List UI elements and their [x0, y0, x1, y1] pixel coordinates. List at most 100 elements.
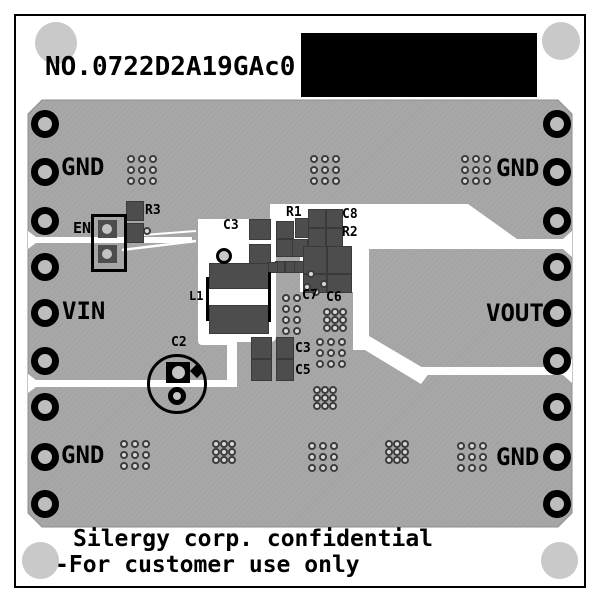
via	[308, 442, 316, 450]
via	[310, 166, 318, 174]
via	[472, 177, 480, 185]
via	[457, 464, 465, 472]
board-number-text: NO.0722D2A19GAc0	[45, 52, 296, 82]
via	[331, 316, 339, 324]
l1-outline-line	[206, 277, 209, 321]
component-pad	[327, 246, 352, 274]
l1-pin1-marker	[216, 248, 232, 264]
via	[339, 308, 347, 316]
via	[320, 280, 328, 288]
through-hole-pad	[543, 207, 571, 235]
via	[461, 166, 469, 174]
via	[321, 402, 329, 410]
en-pad-hole	[102, 249, 112, 259]
via	[401, 456, 409, 464]
en-header	[91, 214, 127, 272]
via	[338, 360, 346, 368]
via	[143, 227, 151, 235]
corner-fiducial	[542, 22, 580, 60]
via	[212, 440, 220, 448]
via	[393, 448, 401, 456]
through-hole-pad	[31, 110, 59, 138]
via	[120, 462, 128, 470]
via	[127, 166, 135, 174]
through-hole-pad	[543, 253, 571, 281]
component-pad	[126, 223, 144, 243]
component-pad	[209, 263, 269, 289]
via	[313, 386, 321, 394]
mask-channel-bottom-left	[28, 374, 237, 393]
component-pad	[303, 246, 327, 274]
footer-confidential-line2: -For customer use only	[55, 552, 360, 578]
component-pad	[276, 221, 294, 239]
corner-fiducial	[22, 542, 59, 579]
label-gnd-bottom-left: GND	[61, 441, 105, 469]
component-pad	[308, 209, 326, 228]
via	[330, 453, 338, 461]
l1-outline-line	[268, 272, 271, 322]
label-vin: VIN	[62, 297, 106, 325]
via	[282, 327, 290, 335]
through-hole-pad	[543, 393, 571, 421]
via	[138, 177, 146, 185]
via	[461, 177, 469, 185]
via	[212, 456, 220, 464]
drawing-frame	[14, 14, 586, 588]
via	[142, 462, 150, 470]
via	[468, 453, 476, 461]
mask-channel-bottom-right	[422, 359, 572, 383]
via	[483, 155, 491, 163]
refdes-c3-mid: C3	[295, 341, 311, 356]
via	[321, 166, 329, 174]
via	[339, 316, 347, 324]
via	[316, 349, 324, 357]
label-vout: VOUT	[486, 299, 544, 327]
component-pad	[275, 261, 285, 273]
via	[149, 155, 157, 163]
via	[385, 440, 393, 448]
via	[313, 402, 321, 410]
mask-channel-top-right	[510, 231, 572, 257]
en-pad	[98, 220, 117, 238]
component-pad	[276, 359, 294, 381]
via	[330, 464, 338, 472]
through-hole-pad	[31, 443, 59, 471]
via	[142, 451, 150, 459]
via	[316, 338, 324, 346]
via	[127, 155, 135, 163]
via	[220, 448, 228, 456]
via	[331, 308, 339, 316]
via	[310, 177, 318, 185]
via	[138, 155, 146, 163]
via	[321, 394, 329, 402]
mask-channel-diagonal	[355, 336, 430, 384]
via	[149, 177, 157, 185]
label-gnd-top-right: GND	[496, 154, 540, 182]
via	[282, 294, 290, 302]
via	[401, 440, 409, 448]
via	[457, 442, 465, 450]
refdes-c2: C2	[171, 335, 187, 350]
via	[331, 324, 339, 332]
component-pad	[249, 244, 271, 265]
through-hole-pad	[543, 299, 571, 327]
via	[293, 316, 301, 324]
via	[282, 316, 290, 324]
via	[303, 283, 311, 291]
component-pad	[249, 219, 271, 240]
via	[479, 464, 487, 472]
via	[479, 453, 487, 461]
corner-fiducial	[35, 22, 77, 64]
via	[338, 349, 346, 357]
via	[131, 440, 139, 448]
component-pad	[294, 261, 304, 273]
via	[319, 464, 327, 472]
c2-negative-pad	[168, 387, 186, 405]
through-hole-pad	[31, 207, 59, 235]
via	[313, 394, 321, 402]
through-hole-pad	[31, 253, 59, 281]
mask-trace	[142, 230, 197, 236]
component-pad	[292, 239, 308, 257]
via	[479, 442, 487, 450]
